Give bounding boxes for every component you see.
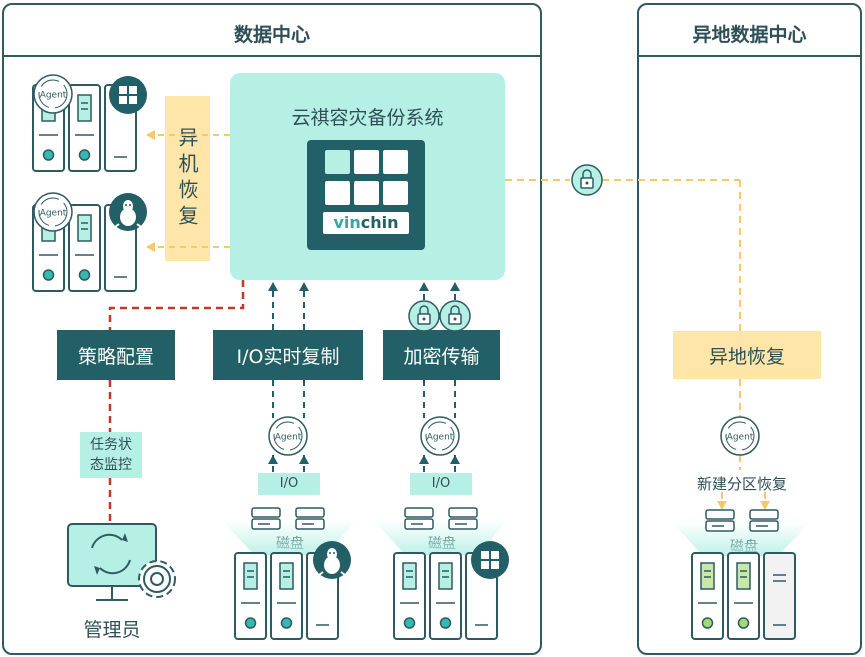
sync-icon: [91, 533, 131, 575]
io-arrowhead-3: [268, 455, 278, 464]
logo-cell: [354, 181, 379, 205]
logo-cell: [354, 150, 379, 174]
remote-datacenter-title: 异地数据中心: [692, 24, 807, 46]
recovery-arrows: [146, 134, 230, 248]
io-arrowhead-4: [299, 455, 309, 464]
remote-server: [691, 552, 796, 640]
lock-icon-enc-right: [439, 300, 471, 332]
logo-cell: [383, 150, 408, 174]
windows-icon-bottom: [471, 541, 509, 579]
policy-config-label: 策略配置: [57, 330, 175, 380]
disk-icon-2: [295, 507, 325, 530]
gear-icon: [138, 560, 176, 598]
disk-icon-remote-2: [749, 509, 779, 532]
enc-arrowhead-4: [450, 455, 460, 464]
logo-cell: [383, 181, 408, 205]
linux-icon-bottom: [312, 540, 352, 580]
vinchin-logo-badge: vinchin: [323, 212, 409, 234]
task-monitor-label: 任务状 态监控: [80, 432, 142, 478]
policy-line: [108, 280, 245, 525]
task-monitor-line1: 任务状: [90, 437, 132, 453]
new-partition-recovery-label: 新建分区恢复: [696, 475, 787, 493]
vinchin-logo-suffix: chin: [360, 213, 399, 232]
io-arrowhead-2: [299, 282, 309, 291]
disk-icon-3: [404, 507, 434, 530]
remote-link: [505, 179, 766, 502]
disk-fan-remote: [672, 522, 810, 556]
disk-icon-4: [448, 507, 478, 530]
main-panel-divider: [4, 55, 540, 57]
io-arrowhead-1: [268, 282, 278, 291]
linux-icon: [108, 192, 148, 232]
vinchin-logo-grid: [325, 150, 415, 210]
main-datacenter-title: 数据中心: [233, 24, 310, 46]
task-monitor-line2: 态监控: [90, 457, 132, 473]
io-replication-label: I/O实时复制: [213, 330, 363, 380]
agent-icon-top-left: [33, 74, 73, 114]
agent-icon-io: [268, 416, 308, 456]
enc-arrowhead-3: [419, 455, 429, 464]
remote-arrowhead-1: [717, 501, 727, 510]
io-label-left: I/O: [258, 473, 320, 495]
vinchin-logo-prefix: vin: [333, 213, 361, 232]
windows-icon: [109, 76, 147, 114]
lock-icon-remote: [571, 164, 603, 196]
disk-icon-1: [251, 507, 281, 530]
recovery-arrowhead-top: [146, 130, 155, 140]
logo-cell: [325, 150, 350, 174]
io-label-right: I/O: [410, 473, 472, 495]
lock-icon-enc-left: [408, 300, 440, 332]
disk-icon-remote-1: [705, 509, 735, 532]
monitor-icon: [67, 523, 157, 601]
logo-cell: [325, 181, 350, 205]
remote-recovery-label: 异地恢复: [673, 331, 821, 379]
enc-arrowhead-2: [450, 282, 460, 291]
remote-panel-divider: [639, 55, 860, 57]
agent-icon-remote: [720, 416, 760, 456]
encrypted-transfer-label: 加密传输: [383, 330, 500, 380]
backup-system-title: 云祺容灾备份系统: [291, 107, 444, 129]
heterogeneous-recovery-label: 异机恢复: [165, 96, 210, 261]
remote-arrowhead-2: [760, 501, 770, 510]
recovery-arrowhead-bottom: [146, 242, 155, 252]
agent-icon-enc: [420, 416, 460, 456]
agent-icon-mid-left: [33, 192, 73, 232]
enc-arrowhead-1: [419, 282, 429, 291]
heterogeneous-recovery-text: 异机恢复: [175, 126, 199, 231]
admin-label: 管理员: [83, 619, 141, 641]
